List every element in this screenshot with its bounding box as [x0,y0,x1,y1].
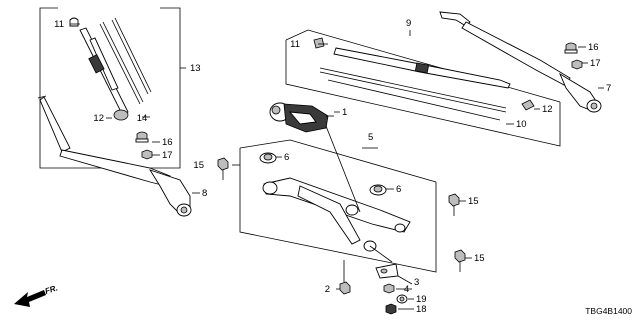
callout-11-top-right: 11 [290,39,300,50]
grommet-6-left [259,152,277,164]
wiper-motor-1 [269,102,334,133]
callout-1: 1 [342,107,347,118]
callout-16-right: 16 [588,42,599,53]
callout-15-right-lower: 15 [474,253,485,264]
callout-8: 8 [202,188,207,199]
group-frame-5-upper [239,139,437,183]
callout-14: 14 [137,113,148,124]
callout-5: 5 [368,132,373,143]
clip-11-top-right [313,37,325,49]
diagram-code: TBG4B1400 [585,306,632,316]
bolt-15-right-lower [454,249,466,272]
nut-18 [385,303,397,315]
clip-11-top-left [69,17,79,27]
grommet-6-right [369,184,387,196]
callout-17-right: 17 [590,58,601,69]
callout-9: 9 [406,18,411,29]
bracket-3-4 [375,263,399,279]
callout-18: 18 [416,304,427,315]
callout-12-top-right: 12 [542,104,553,115]
nut-4 [383,283,395,294]
callout-13: 13 [190,63,201,74]
group-frame-9-lower [285,40,561,147]
callout-10: 10 [516,119,527,130]
end-cap-12-top-right [521,99,535,111]
cap-nut-16-right [564,42,578,54]
flange-nut-17-left [141,149,153,160]
callout-12-top-left: 12 [93,113,104,124]
bolt-15-right-upper [448,193,460,216]
wiper-blade-refill-pieces [79,17,152,115]
cap-nut-16-left [135,131,149,143]
bolt-2 [339,281,351,295]
wiper-arm-left-8 [37,95,192,217]
bolt-15-left [217,157,229,180]
callout-6-right: 6 [396,184,401,195]
washer-19 [396,294,408,304]
callout-11-top-left: 11 [54,19,64,30]
callout-3: 3 [414,277,419,288]
callout-17-left: 17 [162,150,173,161]
front-label: FR. [44,283,59,296]
front-direction-arrow: FR. [14,283,59,307]
wiper-arm-right-7 [439,11,602,113]
callout-16-left: 16 [162,137,173,148]
callout-4: 4 [404,284,409,295]
end-cap-12-top-left [113,109,129,121]
callout-15-right-upper: 15 [468,196,479,207]
callout-15-left: 15 [193,160,204,171]
callout-19: 19 [416,294,427,305]
group-frame-5-lower [239,148,437,273]
wiper-blade-right [319,47,511,121]
leader-lines [70,23,604,310]
callout-7: 7 [606,83,611,94]
callout-6-left: 6 [284,152,289,163]
flange-nut-17-right [571,59,583,70]
wiper-link-assembly [262,125,411,252]
callout-2: 2 [325,284,330,295]
